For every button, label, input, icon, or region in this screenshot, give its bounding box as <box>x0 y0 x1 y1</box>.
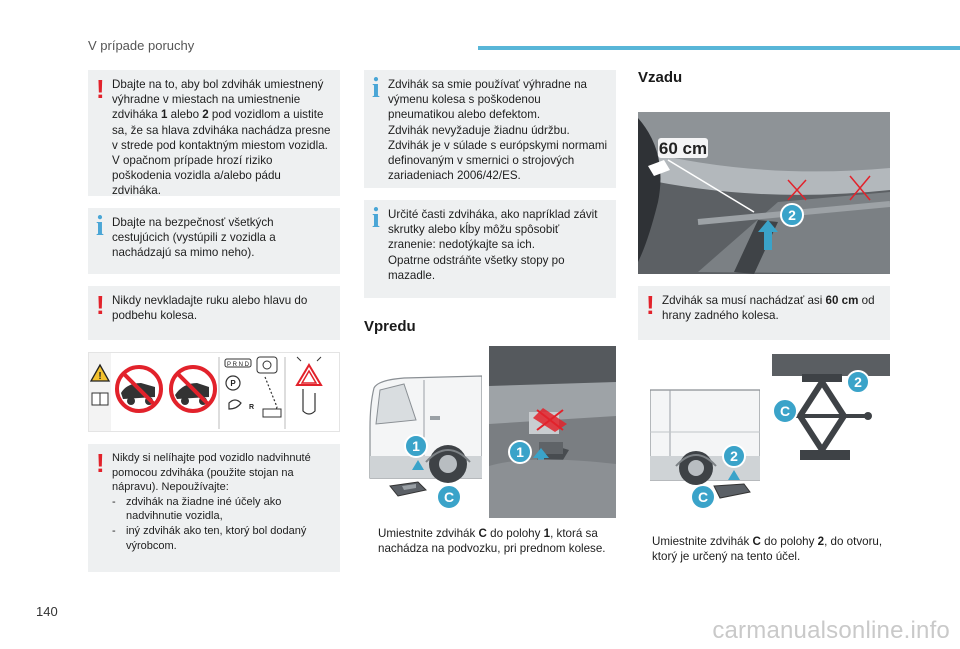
warning-text: Zdvihák sa musí nachádzať asi 60 cm od h… <box>662 294 875 323</box>
info-icon: i <box>96 211 104 242</box>
parking-brake-label: P <box>230 379 236 388</box>
warning-list: -zdvihák na žiadne iné účely ako nadvihn… <box>112 495 332 553</box>
badge-position-1-front: 1 <box>404 434 428 458</box>
gear-selector-label: P R N D <box>227 362 250 368</box>
page-number: 140 <box>36 604 58 619</box>
warning-icon: ! <box>96 448 105 478</box>
warning-icon: ! <box>646 290 655 320</box>
page-header-title: V prípade poruchy <box>88 38 195 53</box>
safety-pictogram-panel: ! P R N D P R <box>88 352 340 432</box>
engine-off-icon <box>256 356 278 374</box>
caption-front-text: Umiestnite zdvihák C do polohy 1, ktorá … <box>378 527 606 556</box>
info-icon: i <box>372 73 380 104</box>
warning-box-rear-distance: ! Zdvihák sa musí nachádzať asi 60 cm od… <box>638 286 890 340</box>
list-item: -zdvihák na žiadne iné účely ako nadvihn… <box>112 495 282 523</box>
distance-label-60cm: 60 cm <box>659 139 707 158</box>
info-box-passenger-safety: i Dbajte na bezpečnosť všetkých cestujúc… <box>88 208 340 274</box>
warning-box-wheel-arch: ! Nikdy nevkladajte ruku alebo hlavu do … <box>88 286 340 340</box>
caption-rear: Umiestnite zdvihák C do polohy 2, do otv… <box>638 534 894 564</box>
warning-box-jack-position: ! Dbajte na to, aby bol zdvihák umiestne… <box>88 70 340 198</box>
front-underbody-photo <box>489 346 616 518</box>
watermark: carmanualsonline.info <box>712 617 950 644</box>
warning-box-under-vehicle: ! Nikdy si nelíhajte pod vozidlo nadvihn… <box>88 444 340 572</box>
safety-pictograms: ! P R N D P R <box>89 353 339 431</box>
info-box-jack-usage: i Zdvihák sa smie používať výhradne na v… <box>364 70 616 188</box>
reverse-gear-label: R <box>249 404 254 411</box>
warning-text: Nikdy nevkladajte ruku alebo hlavu do po… <box>112 294 308 323</box>
gear-selector-icon <box>224 358 252 368</box>
warning-text: Nikdy si nelíhajte pod vozidlo nadvihnut… <box>112 451 332 553</box>
list-item: -iný zdvihák ako ten, ktorý bol dodaný v… <box>112 524 307 552</box>
info-text: Dbajte na bezpečnosť všetkých cestujúcic… <box>112 216 276 260</box>
info-box-jack-parts: i Určité časti zdviháka, ako napríklad z… <box>364 200 616 298</box>
caption-front: Umiestnite zdvihák C do polohy 1, ktorá … <box>364 526 620 556</box>
caption-rear-text: Umiestnite zdvihák C do polohy 2, do otv… <box>652 535 883 564</box>
warning-text: Dbajte na to, aby bol zdvihák umiestnený… <box>112 78 331 198</box>
arrow-up-rear <box>728 470 740 480</box>
svg-text:!: ! <box>98 371 101 382</box>
arrow-up-front <box>412 460 424 470</box>
info-icon: i <box>372 203 380 234</box>
badge-jack-c-front: C <box>436 484 462 510</box>
warning-triangle-icon <box>89 363 111 382</box>
badge-position-2-rear-photo: 2 <box>780 203 804 227</box>
rear-underbody-photo: 60 cm <box>638 112 890 274</box>
section-title-rear: Vzadu <box>638 69 683 86</box>
badge-jack-c-detail: C <box>772 398 798 424</box>
header-accent-bar <box>478 46 960 50</box>
warning-icon: ! <box>96 74 105 104</box>
badge-position-2-rear: 2 <box>722 444 746 468</box>
front-van-illustration <box>364 368 482 518</box>
badge-position-1-front-photo: 1 <box>508 440 532 464</box>
badge-jack-c-rear: C <box>690 484 716 510</box>
info-text: Určité časti zdviháka, ako napríklad záv… <box>388 208 598 282</box>
warning-icon: ! <box>96 290 105 320</box>
info-text: Zdvihák sa smie používať výhradne na vým… <box>388 78 608 183</box>
parking-brake-icon <box>225 375 241 391</box>
warning-intro: Nikdy si nelíhajte pod vozidlo nadvihnut… <box>112 452 311 494</box>
badge-position-2-jack: 2 <box>846 370 870 394</box>
section-title-front: Vpredu <box>364 318 416 335</box>
